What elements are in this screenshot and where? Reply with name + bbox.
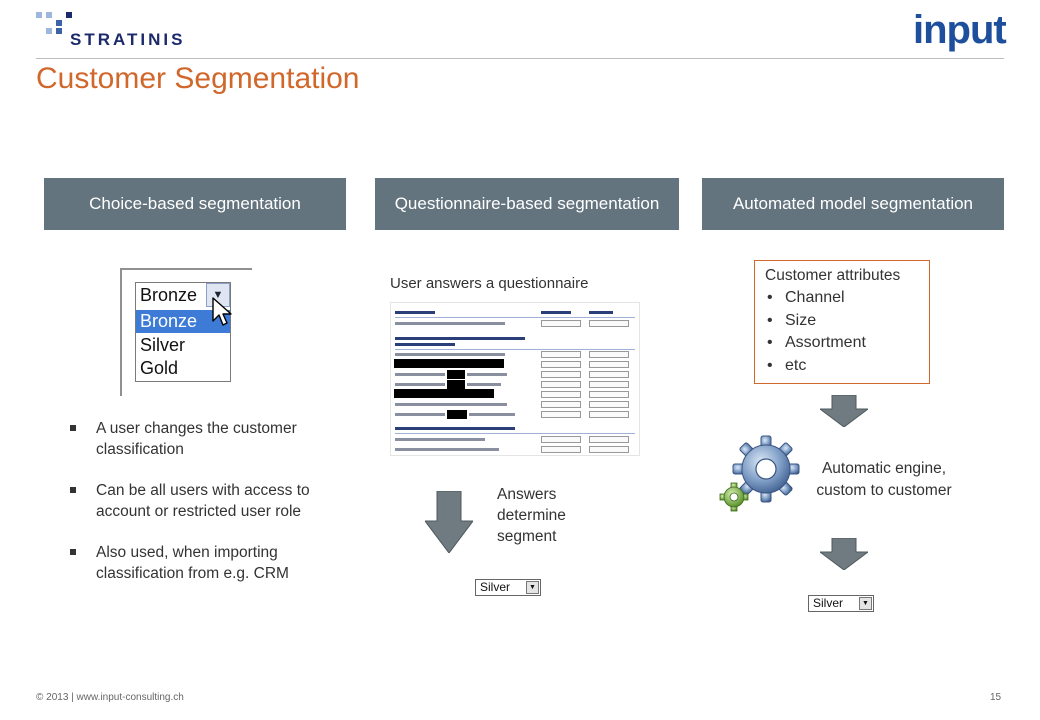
- down-arrow-icon: [425, 491, 473, 553]
- column-heading-automated: Automated model segmentation: [702, 178, 1004, 230]
- attribute-item: •Size: [767, 311, 817, 329]
- bullet-item: A user changes the customer classificati…: [66, 418, 336, 460]
- questionnaire-thumbnail: [390, 302, 640, 456]
- dropdown-screenshot-frame: [120, 268, 252, 396]
- attribute-item: •etc: [767, 356, 807, 374]
- automatic-engine-text: Automatic engine, custom to customer: [816, 460, 952, 499]
- dropdown-option-silver[interactable]: Silver: [140, 335, 186, 355]
- dropdown-option-bronze[interactable]: Bronze: [136, 310, 230, 333]
- down-arrow-icon: [820, 538, 868, 570]
- page-number: 15: [990, 692, 1002, 703]
- attribute-item: •Assortment: [767, 334, 866, 351]
- bullet-item: Also used, when importing classification…: [66, 542, 336, 584]
- down-arrow-icon: [820, 395, 868, 427]
- column-heading-questionnaire: Questionnaire-based segmentation: [375, 178, 679, 230]
- column-heading-choice: Choice-based segmentation: [44, 178, 346, 230]
- input-logo: input: [913, 8, 1007, 52]
- questionnaire-result-select[interactable]: Silver ▼: [475, 579, 541, 596]
- stratinis-brand: STRATINIS: [70, 30, 186, 49]
- answers-determine-segment-text: Answers determine segment: [497, 486, 566, 545]
- bullet-item: Can be all users with access to account …: [66, 480, 336, 522]
- dropdown-option-gold[interactable]: Gold: [140, 358, 179, 378]
- customer-attributes-box: Customer attributes •Channel •Size •Asso…: [754, 260, 930, 384]
- select-arrow-icon[interactable]: ▼: [859, 597, 872, 610]
- mouse-cursor-icon: [212, 297, 232, 326]
- questionnaire-caption: User answers a questionnaire: [390, 275, 589, 292]
- automated-result-select[interactable]: Silver ▼: [808, 595, 874, 612]
- page-title: Customer Segmentation: [36, 62, 360, 95]
- choice-bullet-list: A user changes the customer classificati…: [66, 418, 336, 604]
- dropdown-selected-value[interactable]: Bronze: [140, 285, 198, 305]
- gears-icon: [719, 435, 800, 512]
- stratinis-logo-mark: [36, 12, 76, 42]
- attribute-item: •Channel: [767, 289, 845, 306]
- header-divider: [36, 58, 1004, 59]
- footer-copyright: © 2013 | www.input-consulting.ch: [36, 692, 184, 703]
- select-arrow-icon[interactable]: ▼: [526, 581, 539, 594]
